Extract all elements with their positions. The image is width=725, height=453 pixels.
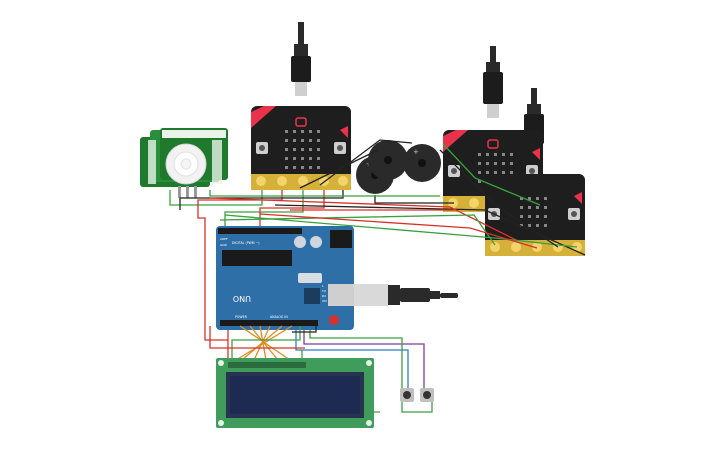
usb-cable-4 — [354, 284, 458, 306]
arduino-tx-label: TX — [321, 289, 326, 293]
arduino-power-label: POWER — [235, 315, 248, 319]
arduino-uno[interactable]: UNO DIGITAL (PWM ~) ANALOG IN POWER AREF… — [216, 226, 362, 330]
arduino-analog-label: ANALOG IN — [270, 315, 288, 319]
arduino-rx-label: RX — [322, 294, 326, 298]
wires-lower — [209, 325, 433, 413]
piezo-buzzer-2[interactable]: + — [403, 144, 441, 182]
wires-upper — [169, 139, 586, 341]
push-button-2[interactable] — [420, 388, 434, 402]
arduino-gnd-label: GND — [220, 243, 228, 247]
usb-cable-1 — [291, 22, 311, 96]
usb-cable-2 — [483, 46, 503, 118]
arduino-aref-label: AREF — [220, 237, 228, 241]
microbit-3[interactable] — [485, 174, 585, 256]
arduino-digital-label: DIGITAL (PWM ~) — [232, 241, 259, 245]
arduino-brand-label: UNO — [233, 294, 251, 303]
lcd-16x2-display[interactable] — [216, 358, 374, 428]
piezo-buzzer-1[interactable]: + — [356, 140, 408, 194]
arduino-l-label: L — [322, 284, 324, 288]
microbit-1[interactable] — [251, 106, 351, 190]
arduino-on-label: ON — [322, 299, 327, 303]
push-button-1[interactable] — [400, 388, 414, 402]
svg-text:+: + — [413, 148, 419, 156]
pir-motion-sensor[interactable] — [140, 128, 228, 198]
